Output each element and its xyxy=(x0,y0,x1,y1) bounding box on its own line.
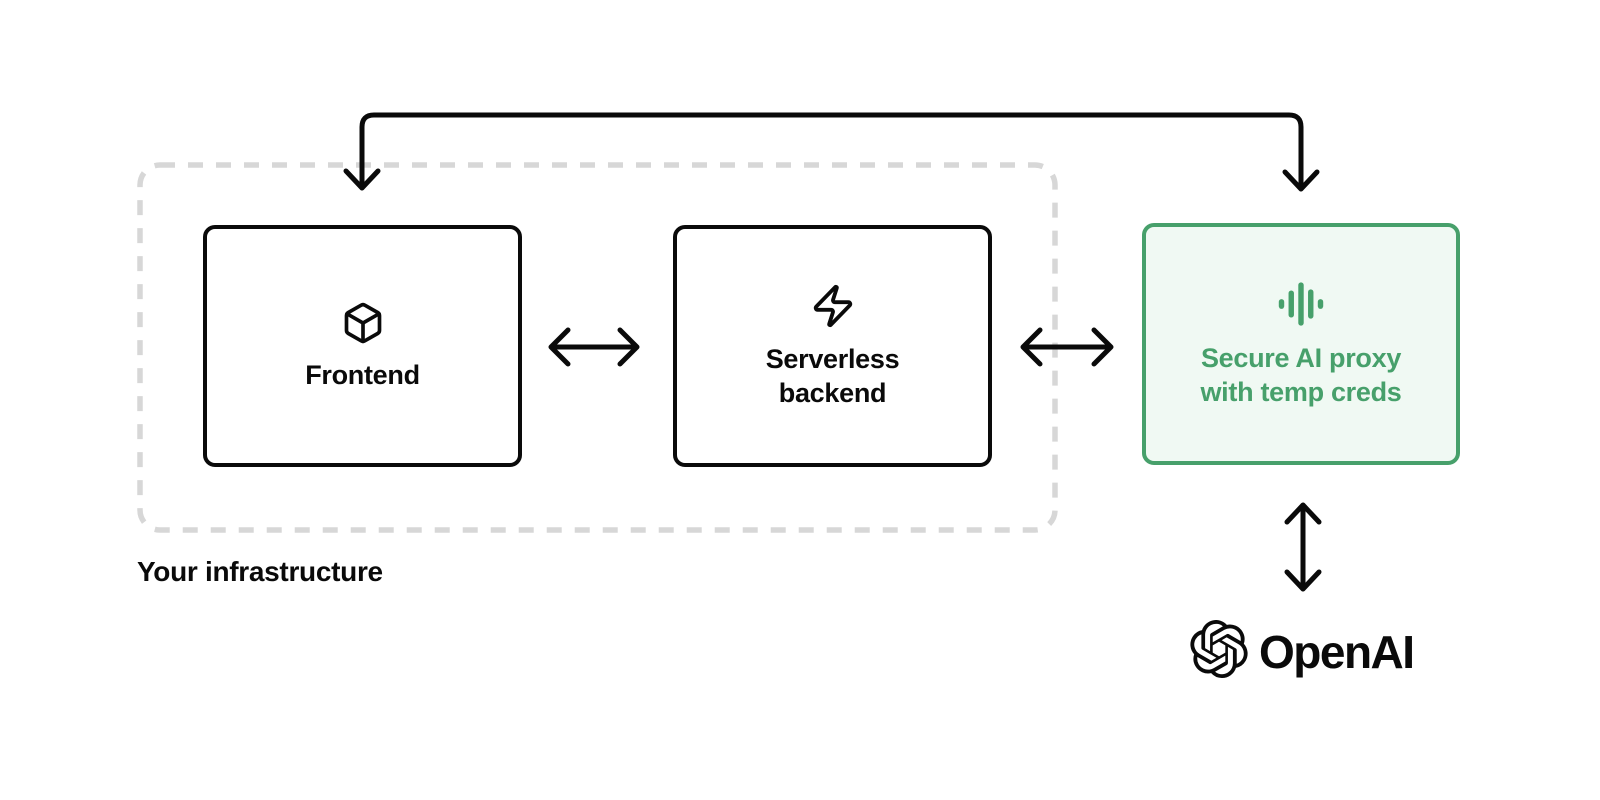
openai-lockup: OpenAI xyxy=(1190,620,1415,683)
node-secure-ai-proxy: Secure AI proxy with temp creds xyxy=(1142,223,1460,465)
arrowhead-down-into-frontend xyxy=(343,168,381,191)
openai-wordmark: OpenAI xyxy=(1259,625,1415,678)
cube-icon xyxy=(341,301,385,345)
arrow-frontend-proxy xyxy=(343,112,1320,192)
arrowhead-left xyxy=(548,327,571,367)
node-frontend-label: Frontend xyxy=(305,359,420,390)
lightning-bolt-icon xyxy=(810,283,856,329)
node-proxy-label: Secure AI proxy with temp creds xyxy=(1200,342,1402,407)
openai-logo-icon xyxy=(1190,620,1248,683)
arrow-serverless-proxy xyxy=(1020,327,1114,367)
arrow-proxy-openai xyxy=(1284,502,1322,592)
node-frontend: Frontend xyxy=(203,225,522,467)
arrowhead-up xyxy=(1284,502,1322,525)
arrowhead-down xyxy=(1284,569,1322,592)
arrowhead-left xyxy=(1020,327,1043,367)
arrowhead-right xyxy=(1091,327,1114,367)
node-serverless-label: Serverless backend xyxy=(765,343,900,408)
arrowhead-down-into-proxy xyxy=(1282,169,1320,192)
arrow-frontend-serverless xyxy=(548,327,640,367)
audio-waveform-icon xyxy=(1275,280,1327,328)
infrastructure-caption: Your infrastructure xyxy=(137,556,383,587)
node-serverless-backend: Serverless backend xyxy=(673,225,992,467)
arrowhead-right xyxy=(617,327,640,367)
